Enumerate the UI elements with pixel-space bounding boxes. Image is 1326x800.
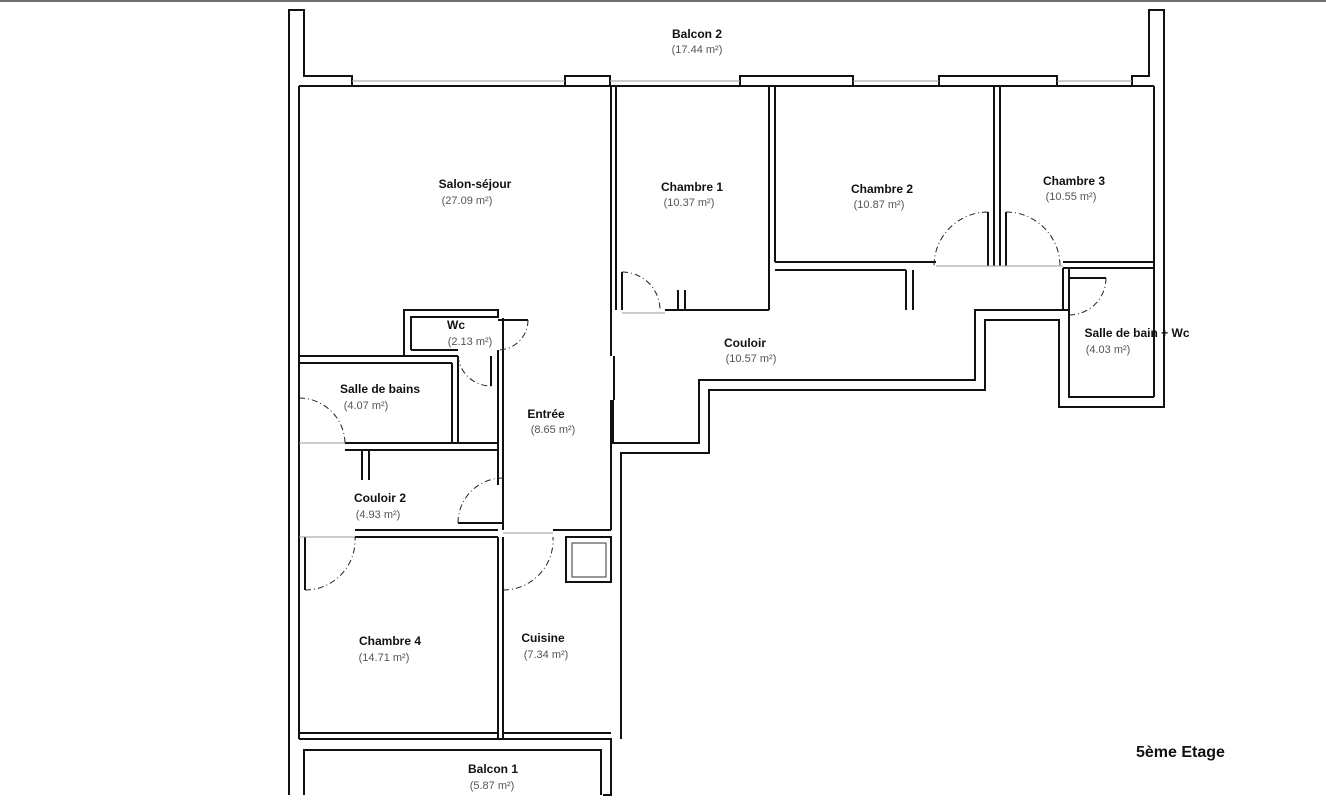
room-name: Wc: [447, 318, 465, 332]
room-couloir: Couloir (10.57 m²): [724, 336, 776, 365]
room-name: Balcon 2: [672, 27, 722, 41]
room-area: (14.71 m²): [359, 652, 410, 664]
interior-walls: [299, 86, 1154, 739]
room-couloir-2: Couloir 2 (4.93 m²): [354, 491, 406, 521]
room-salon-sejour: Salon-séjour (27.09 m²): [439, 177, 512, 207]
room-area: (27.09 m²): [442, 195, 493, 207]
floor-level-label: 5ème Etage: [1136, 744, 1225, 761]
room-salle-de-bain-wc: Salle de bain + Wc (4.03 m²): [1084, 326, 1189, 356]
room-area: (10.57 m²): [726, 353, 777, 365]
room-area: (17.44 m²): [672, 44, 723, 56]
doors: [298, 211, 1107, 591]
room-chambre-1: Chambre 1 (10.37 m²): [661, 180, 723, 209]
top-border-line: [0, 0, 1326, 2]
room-cuisine: Cuisine (7.34 m²): [521, 631, 568, 661]
room-name: Entrée: [527, 407, 565, 421]
room-chambre-2: Chambre 2 (10.87 m²): [851, 182, 913, 211]
balcon-1-walls: [299, 738, 612, 796]
room-name: Chambre 1: [661, 180, 723, 194]
room-area: (10.87 m²): [854, 199, 905, 211]
room-wc: Wc (2.13 m²): [447, 318, 492, 348]
room-labels: Balcon 2 (17.44 m²) Salon-séjour (27.09 …: [340, 27, 1190, 792]
room-entree: Entrée (8.65 m²): [527, 407, 575, 436]
room-chambre-4: Chambre 4 (14.71 m²): [359, 634, 422, 664]
room-area: (7.34 m²): [524, 649, 569, 661]
room-area: (2.13 m²): [448, 336, 493, 348]
room-balcon-1: Balcon 1 (5.87 m²): [468, 762, 518, 792]
room-name: Balcon 1: [468, 762, 518, 776]
room-salle-de-bains: Salle de bains (4.07 m²): [340, 382, 420, 412]
room-area: (4.07 m²): [344, 400, 389, 412]
room-name: Chambre 3: [1043, 174, 1105, 188]
room-chambre-3: Chambre 3 (10.55 m²): [1043, 174, 1105, 203]
room-name: Chambre 2: [851, 182, 913, 196]
room-area: (4.93 m²): [356, 509, 401, 521]
exterior-walls: [298, 85, 1165, 739]
room-area: (5.87 m²): [470, 780, 515, 792]
room-area: (10.37 m²): [664, 197, 715, 209]
room-name: Couloir: [724, 336, 766, 350]
room-name: Couloir 2: [354, 491, 406, 505]
room-area: (8.65 m²): [531, 424, 576, 436]
room-area: (10.55 m²): [1046, 191, 1097, 203]
room-name: Salle de bains: [340, 382, 420, 396]
room-area: (4.03 m²): [1086, 344, 1131, 356]
balcon-2-walls: [288, 9, 1165, 795]
room-balcon-2: Balcon 2 (17.44 m²): [672, 27, 723, 56]
room-name: Salon-séjour: [439, 177, 512, 191]
room-name: Cuisine: [521, 631, 565, 645]
room-name: Salle de bain + Wc: [1084, 326, 1189, 340]
room-name: Chambre 4: [359, 634, 421, 648]
